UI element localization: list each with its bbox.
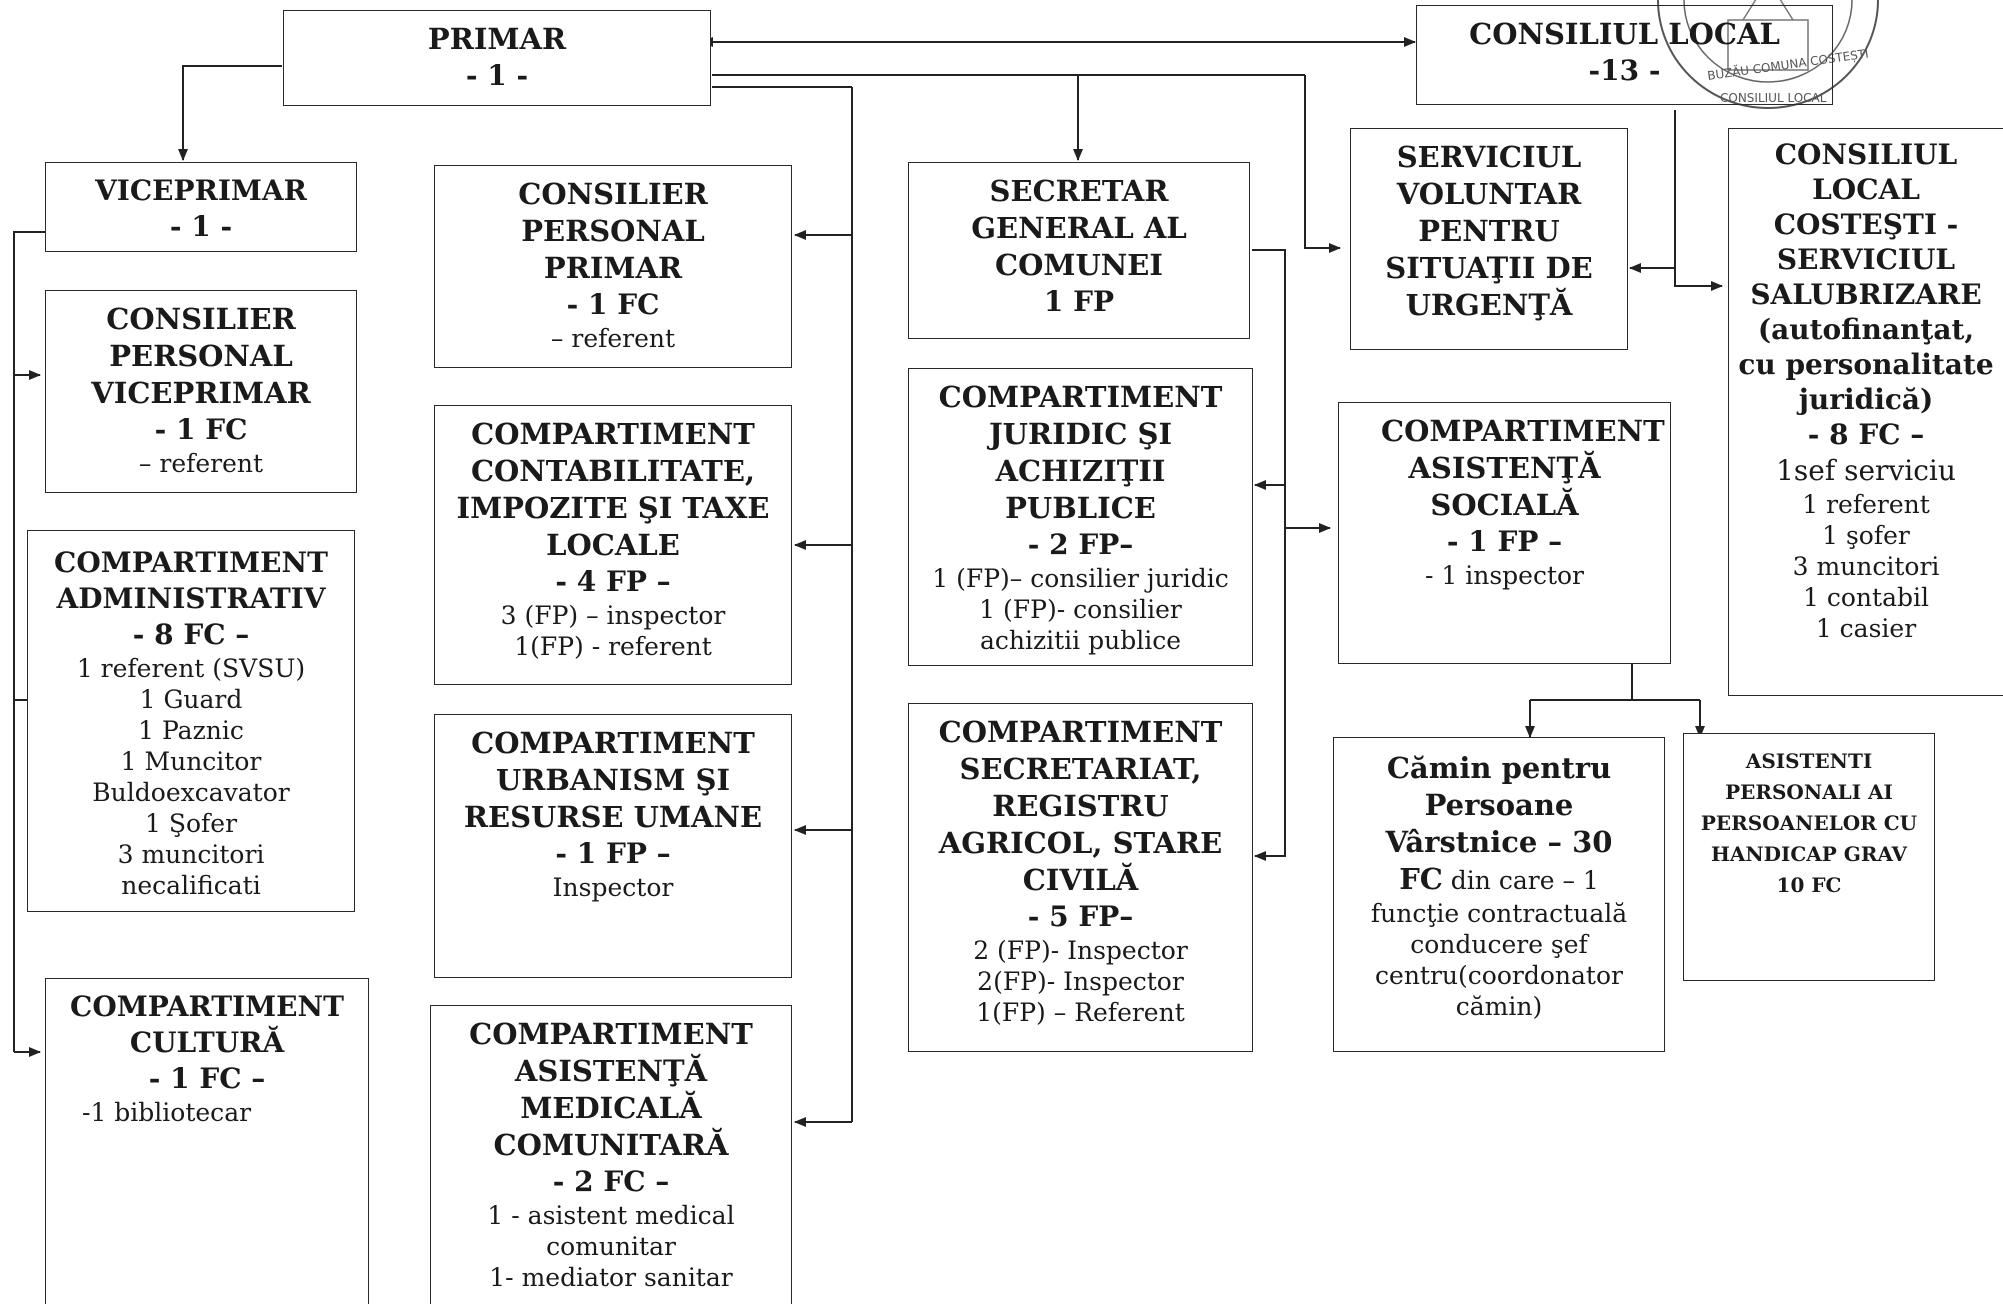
comp-medicala-title: COMPARTIMENT ASISTENŢĂ MEDICALĂ COMUNITA… (469, 1017, 753, 1162)
comp-secretariat-title: COMPARTIMENT SECRETARIAT, REGISTRU AGRIC… (938, 715, 1223, 897)
detail-line: 1 casier (1815, 614, 1917, 643)
detail-line: centru(coordonator (1375, 961, 1623, 990)
svg-text:CONSILIUL LOCAL: CONSILIUL LOCAL (1720, 91, 1827, 105)
comp-medicala-box: COMPARTIMENT ASISTENŢĂ MEDICALĂ COMUNITA… (430, 1005, 792, 1304)
consiliul-local-title: CONSILIUL LOCAL (1469, 17, 1780, 51)
consiliu-salubrizare-lead: 1sef serviciu (1776, 454, 1956, 487)
comp-medicala-count: - 2 FC – (552, 1165, 670, 1198)
svsu-box: SERVICIUL VOLUNTAR PENTRU SITUAŢII DE UR… (1350, 128, 1628, 350)
consilier-viceprimar-box: CONSILIER PERSONAL VICEPRIMAR - 1 FC – r… (45, 290, 357, 493)
consilier-primar-title: CONSILIER PERSONAL PRIMAR (518, 177, 708, 285)
detail-line: 3 (FP) – inspector (500, 601, 726, 630)
viceprimar-count: - 1 - (169, 210, 233, 243)
detail-line: cămin) (1455, 992, 1543, 1021)
consilier-viceprimar-count: - 1 FC (154, 413, 248, 446)
primar-box: PRIMAR - 1 - (283, 10, 711, 106)
primar-title: PRIMAR (427, 22, 567, 56)
detail-line: 1 (FP)– consilier juridic (932, 564, 1229, 593)
comp-asistenta-sociala-detail: - 1 inspector (1424, 561, 1585, 590)
asistenti-personali-box: ASISTENTI PERSONALI AI PERSOANELOR CU HA… (1683, 733, 1935, 981)
comp-contabilitate-count: - 4 FP – (555, 565, 671, 598)
official-stamp: BUZĂU COMUNA COSTEȘTI CONSILIUL LOCAL (1657, 0, 1879, 109)
detail-line: 1 şofer (1822, 521, 1910, 550)
camin-subtitle-rest: din care – 1 (1442, 866, 1599, 895)
detail-line: funcţie contractuală (1370, 899, 1628, 928)
comp-urbanism-detail: Inspector (552, 873, 674, 902)
comp-cultura-box: COMPARTIMENT CULTURĂ - 1 FC – -1 bibliot… (45, 978, 369, 1304)
comp-administrativ-count: - 8 FC – (132, 618, 250, 651)
detail-line: 1 contabil (1803, 583, 1929, 612)
detail-line: 1 Paznic (138, 716, 244, 745)
comp-cultura-detail: -1 bibliotecar (82, 1098, 252, 1127)
asistenti-personali-title: ASISTENTI PERSONALI AI PERSOANELOR CU HA… (1700, 749, 1918, 866)
viceprimar-box: VICEPRIMAR - 1 - (45, 162, 357, 252)
viceprimar-title: VICEPRIMAR (95, 174, 307, 207)
detail-line: 1(FP) - referent (514, 632, 712, 661)
comp-secretariat-box: COMPARTIMENT SECRETARIAT, REGISTRU AGRIC… (908, 703, 1253, 1052)
comp-administrativ-title: COMPARTIMENT ADMINISTRATIV (54, 546, 328, 615)
asistenti-personali-count: 10 FC (1776, 873, 1842, 897)
detail-line: 1 Guard (139, 685, 243, 714)
detail-line: 2 (FP)- Inspector (973, 936, 1188, 965)
consiliu-salubrizare-title: CONSILIUL LOCAL COSTEŞTI - SERVICIUL SAL… (1738, 138, 1994, 416)
secretar-title: SECRETAR GENERAL AL COMUNEI (971, 174, 1187, 282)
detail-line: achizitii publice (979, 626, 1182, 655)
comp-secretariat-count: - 5 FP– (1027, 900, 1134, 933)
secretar-count: 1 FP (1043, 285, 1115, 318)
consilier-primar-count: - 1 FC (566, 288, 660, 321)
comp-administrativ-box: COMPARTIMENT ADMINISTRATIV - 8 FC – 1 re… (27, 530, 355, 912)
comp-asistenta-sociala-title: COMPARTIMENT ASISTENŢĂ SOCIALĂ (1381, 414, 1665, 522)
comp-asistenta-sociala-box: COMPARTIMENT ASISTENŢĂ SOCIALĂ - 1 FP – … (1338, 402, 1671, 664)
detail-line: 1 referent (1802, 490, 1930, 519)
detail-line: comunitar (546, 1232, 676, 1261)
detail-line: 1 - asistent medical (487, 1201, 735, 1230)
comp-asistenta-sociala-count: - 1 FP – (1446, 525, 1563, 558)
comp-contabilitate-title: COMPARTIMENT CONTABILITATE, IMPOZITE ŞI … (456, 417, 770, 562)
consiliul-local-box: CONSILIUL LOCAL -13 - (1416, 5, 1833, 105)
camin-fc: FC (1399, 862, 1443, 896)
detail-line: necalificati (121, 871, 261, 900)
comp-contabilitate-box: COMPARTIMENT CONTABILITATE, IMPOZITE ŞI … (434, 405, 792, 685)
comp-juridic-box: COMPARTIMENT JURIDIC ŞI ACHIZIŢII PUBLIC… (908, 368, 1253, 666)
detail-line: conducere şef (1410, 930, 1588, 959)
comp-urbanism-box: COMPARTIMENT URBANISM ŞI RESURSE UMANE -… (434, 714, 792, 978)
comp-cultura-title: COMPARTIMENT CULTURĂ (70, 990, 344, 1059)
detail-line: 3 muncitori (117, 840, 265, 869)
comp-urbanism-title: COMPARTIMENT URBANISM ŞI RESURSE UMANE (463, 726, 763, 834)
secretar-box: SECRETAR GENERAL AL COMUNEI 1 FP (908, 162, 1250, 339)
consilier-viceprimar-detail: – referent (138, 449, 264, 478)
camin-subtitle: FC din care – 1 (1348, 861, 1650, 898)
consiliul-local-count: -13 - (1588, 54, 1661, 87)
svsu-title: SERVICIUL VOLUNTAR PENTRU SITUAŢII DE UR… (1385, 140, 1593, 322)
detail-line: 3 muncitori (1792, 552, 1940, 581)
consiliu-salubrizare-count: - 8 FC – (1807, 418, 1925, 451)
comp-juridic-count: - 2 FP– (1027, 528, 1134, 561)
primar-count: - 1 - (465, 59, 529, 92)
detail-line: 1 (FP)- consilier (979, 595, 1182, 624)
consiliu-salubrizare-box: CONSILIUL LOCAL COSTEŞTI - SERVICIUL SAL… (1728, 128, 2003, 696)
consilier-primar-box: CONSILIER PERSONAL PRIMAR - 1 FC – refer… (434, 165, 792, 368)
camin-title: Cămin pentru Persoane Vârstnice – 30 (1385, 751, 1613, 859)
detail-line: 1 Şofer (144, 809, 238, 838)
consilier-primar-detail: – referent (550, 324, 676, 353)
detail-line: 2(FP)- Inspector (977, 967, 1184, 996)
detail-line: 1 referent (SVSU) (76, 654, 306, 683)
comp-juridic-title: COMPARTIMENT JURIDIC ŞI ACHIZIŢII PUBLIC… (938, 380, 1223, 525)
comp-cultura-count: - 1 FC – (148, 1062, 266, 1095)
detail-line: Buldoexcavator (92, 778, 290, 807)
comp-urbanism-count: - 1 FP – (555, 837, 671, 870)
detail-line: 1 Muncitor (120, 747, 262, 776)
camin-box: Cămin pentru Persoane Vârstnice – 30 FC … (1333, 737, 1665, 1052)
detail-line: 1(FP) – Referent (976, 998, 1185, 1027)
consilier-viceprimar-title: CONSILIER PERSONAL VICEPRIMAR (91, 302, 311, 410)
detail-line: 1- mediator sanitar (489, 1263, 733, 1292)
